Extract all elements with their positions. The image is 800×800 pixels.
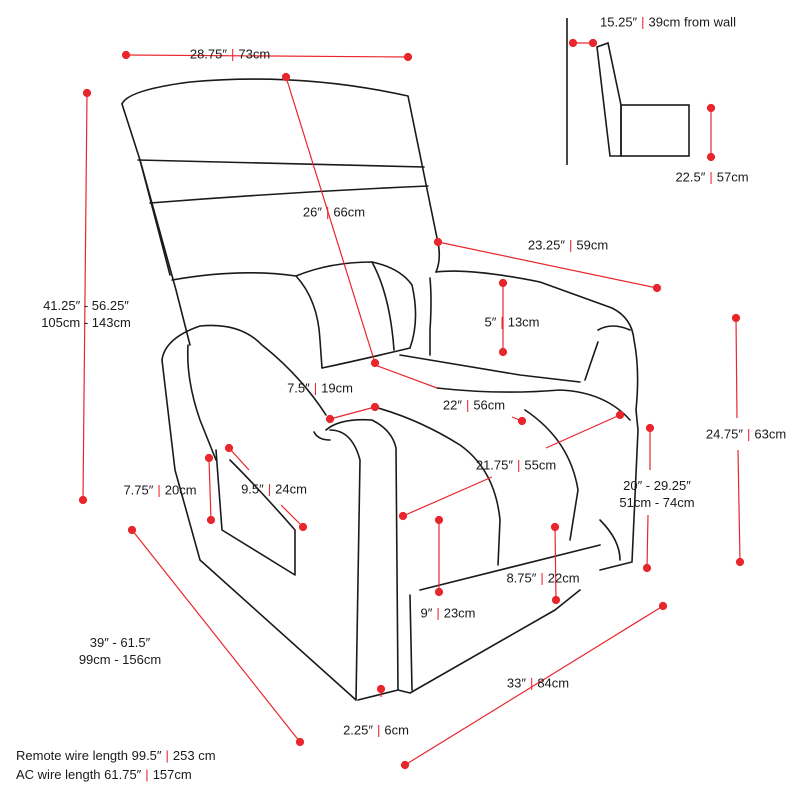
label-total-height: 41.25″ - 56.25″105cm - 143cm bbox=[41, 298, 131, 330]
dim-side-seat-height bbox=[706, 103, 716, 162]
chair-outline bbox=[121, 78, 639, 701]
dim-footrest bbox=[550, 522, 561, 605]
label-footrest: 8.75″|22cm bbox=[506, 570, 580, 586]
dim-depth bbox=[400, 601, 668, 770]
dimension-lines bbox=[78, 38, 745, 770]
label-seat-front-width: 21.75″|55cm bbox=[475, 457, 557, 473]
label-side-seat-height: 22.5″|57cm bbox=[675, 169, 749, 185]
dim-back-height bbox=[281, 72, 380, 368]
label-seat-width: 23.25″|59cm bbox=[527, 237, 609, 253]
label-pocket-height: 7.75″|20cm bbox=[123, 482, 197, 498]
label-arm-height: 24.75″|63cm bbox=[705, 426, 787, 442]
label-total-depth: 39″ - 61.5″99cm - 156cm bbox=[78, 635, 162, 667]
label-seat-height: 20″ - 29.25″51cm - 74cm bbox=[619, 478, 695, 510]
dim-width bbox=[121, 50, 413, 62]
label-wall-clearance: 15.25″|39cm from wall bbox=[600, 14, 736, 30]
dim-arm-above-seat bbox=[498, 278, 508, 357]
label-back-height: 26″|66cm bbox=[302, 204, 366, 220]
dim-front-panel bbox=[434, 515, 444, 597]
label-arm-width: 7.5″|19cm bbox=[287, 380, 353, 396]
dim-seat-width bbox=[433, 237, 662, 293]
label-depth: 33″|84cm bbox=[506, 675, 570, 691]
dim-total-depth bbox=[127, 525, 305, 747]
dim-pocket-width bbox=[224, 443, 308, 532]
dim-seat-front-width bbox=[398, 410, 625, 521]
ac-wire-note: AC wire length 61.75″|157cm bbox=[16, 767, 192, 782]
dim-arm-width bbox=[325, 402, 380, 424]
remote-wire-note: Remote wire length 99.5″|253 cm bbox=[16, 748, 216, 763]
dim-leg-height bbox=[376, 684, 386, 697]
label-width: 28.75″|73cm bbox=[189, 46, 271, 62]
label-leg-height: 2.25″|6cm bbox=[343, 722, 409, 738]
dim-wall-clearance bbox=[568, 38, 598, 48]
dim-total-height bbox=[78, 88, 92, 505]
label-arm-above-seat: 5″|13cm bbox=[484, 314, 540, 330]
label-seat-depth: 22″|56cm bbox=[442, 397, 506, 413]
label-front-panel: 9″|23cm bbox=[420, 605, 476, 621]
label-pocket-width: 9.5″|24cm bbox=[241, 481, 307, 497]
dim-seat-depth bbox=[374, 364, 527, 426]
dim-arm-height bbox=[731, 313, 745, 567]
dim-pocket-height bbox=[204, 453, 216, 525]
inset-back bbox=[596, 41, 622, 157]
dim-seat-height bbox=[642, 423, 655, 573]
side-profile-inset bbox=[566, 18, 690, 165]
inset-seat bbox=[620, 104, 690, 157]
